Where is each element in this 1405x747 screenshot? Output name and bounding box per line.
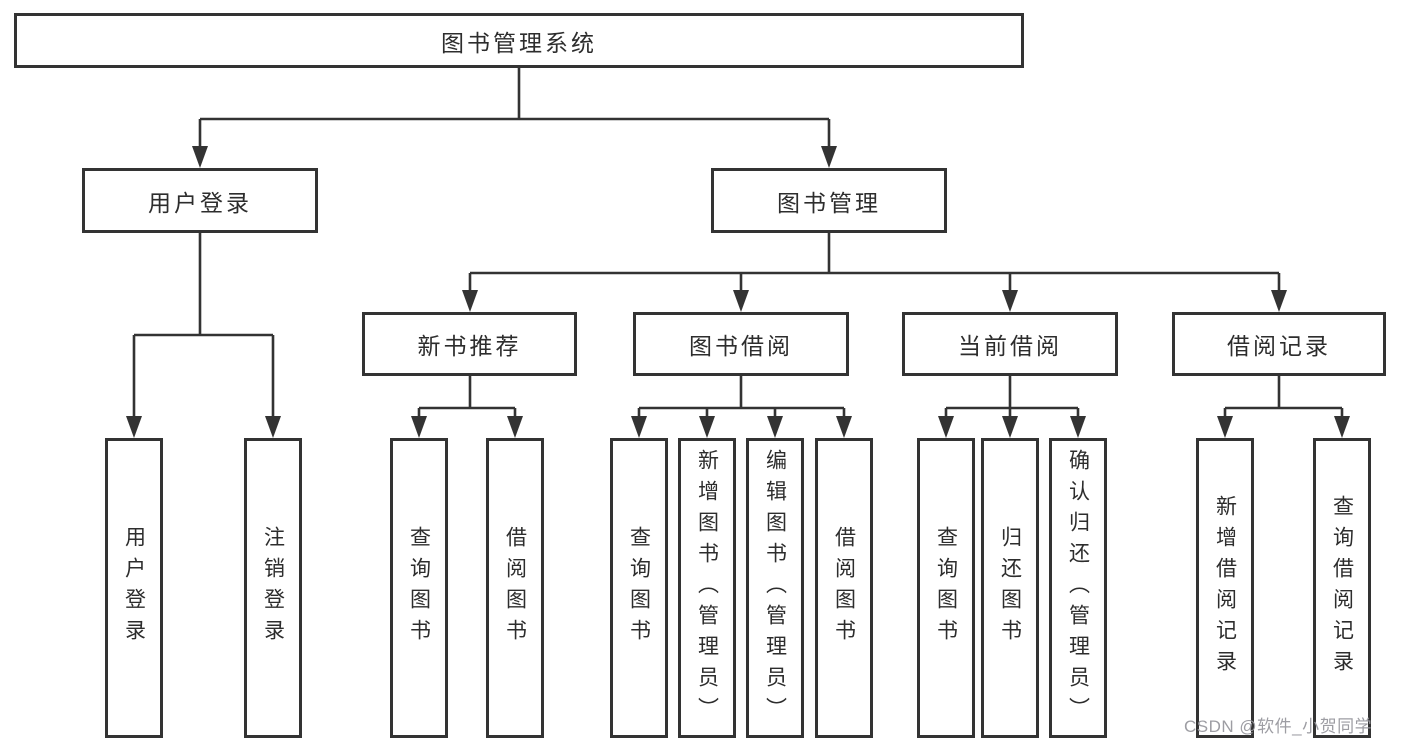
leaf-label: 归还图书	[998, 526, 1022, 650]
node-new-book-recommendation: 新书推荐	[362, 312, 577, 376]
leaf-borrow-books-recommend: 借阅图书	[486, 438, 544, 738]
arrowhead-icon	[631, 416, 647, 438]
arrowhead-icon	[192, 146, 208, 168]
leaf-label: 借阅图书	[832, 526, 856, 650]
arrowhead-icon	[1002, 290, 1018, 312]
arrowhead-icon	[126, 416, 142, 438]
arrowhead-icon	[1002, 416, 1018, 438]
leaf-query-books-current: 查询图书	[917, 438, 975, 738]
leaf-return-books: 归还图书	[981, 438, 1039, 738]
leaf-borrow-books: 借阅图书	[815, 438, 873, 738]
leaf-logout: 注销登录	[244, 438, 302, 738]
leaf-label: 查询借阅记录	[1330, 495, 1354, 681]
arrowhead-icon	[821, 146, 837, 168]
arrowhead-icon	[699, 416, 715, 438]
leaf-label: 用户登录	[122, 526, 146, 650]
leaf-label: 查询图书	[934, 526, 958, 650]
arrowhead-icon	[1334, 416, 1350, 438]
arrowhead-icon	[411, 416, 427, 438]
node-user-login: 用户登录	[82, 168, 318, 233]
leaf-label: 借阅图书	[503, 526, 527, 650]
arrowhead-icon	[1217, 416, 1233, 438]
leaf-add-books-admin: 新增图书（管理员）	[678, 438, 736, 738]
arrowhead-icon	[462, 290, 478, 312]
arrowhead-icon	[733, 290, 749, 312]
leaf-label: 查询图书	[627, 526, 651, 650]
arrowhead-icon	[836, 416, 852, 438]
leaf-query-books-recommend: 查询图书	[390, 438, 448, 738]
arrowhead-icon	[265, 416, 281, 438]
leaf-label: 确认归还（管理员）	[1066, 448, 1090, 728]
leaf-label: 新增借阅记录	[1213, 495, 1237, 681]
leaf-label: 查询图书	[407, 526, 431, 650]
leaf-add-borrow-record: 新增借阅记录	[1196, 438, 1254, 738]
leaf-label: 新增图书（管理员）	[695, 448, 719, 728]
node-library-management-system: 图书管理系统	[14, 13, 1024, 68]
node-borrowing-records: 借阅记录	[1172, 312, 1386, 376]
arrowhead-icon	[1070, 416, 1086, 438]
node-book-borrowing: 图书借阅	[633, 312, 849, 376]
arrowhead-icon	[767, 416, 783, 438]
leaf-edit-books-admin: 编辑图书（管理员）	[746, 438, 804, 738]
leaf-user-login: 用户登录	[105, 438, 163, 738]
arrowhead-icon	[1271, 290, 1287, 312]
csdn-watermark: CSDN @软件_小贺同学	[1184, 717, 1373, 736]
leaf-label: 注销登录	[261, 526, 285, 650]
leaf-query-books-borrowing: 查询图书	[610, 438, 668, 738]
arrowhead-icon	[938, 416, 954, 438]
node-book-management: 图书管理	[711, 168, 947, 233]
leaf-query-borrow-record: 查询借阅记录	[1313, 438, 1371, 738]
arrowhead-icon	[507, 416, 523, 438]
node-current-borrowing: 当前借阅	[902, 312, 1118, 376]
leaf-confirm-return-admin: 确认归还（管理员）	[1049, 438, 1107, 738]
leaf-label: 编辑图书（管理员）	[763, 448, 787, 728]
